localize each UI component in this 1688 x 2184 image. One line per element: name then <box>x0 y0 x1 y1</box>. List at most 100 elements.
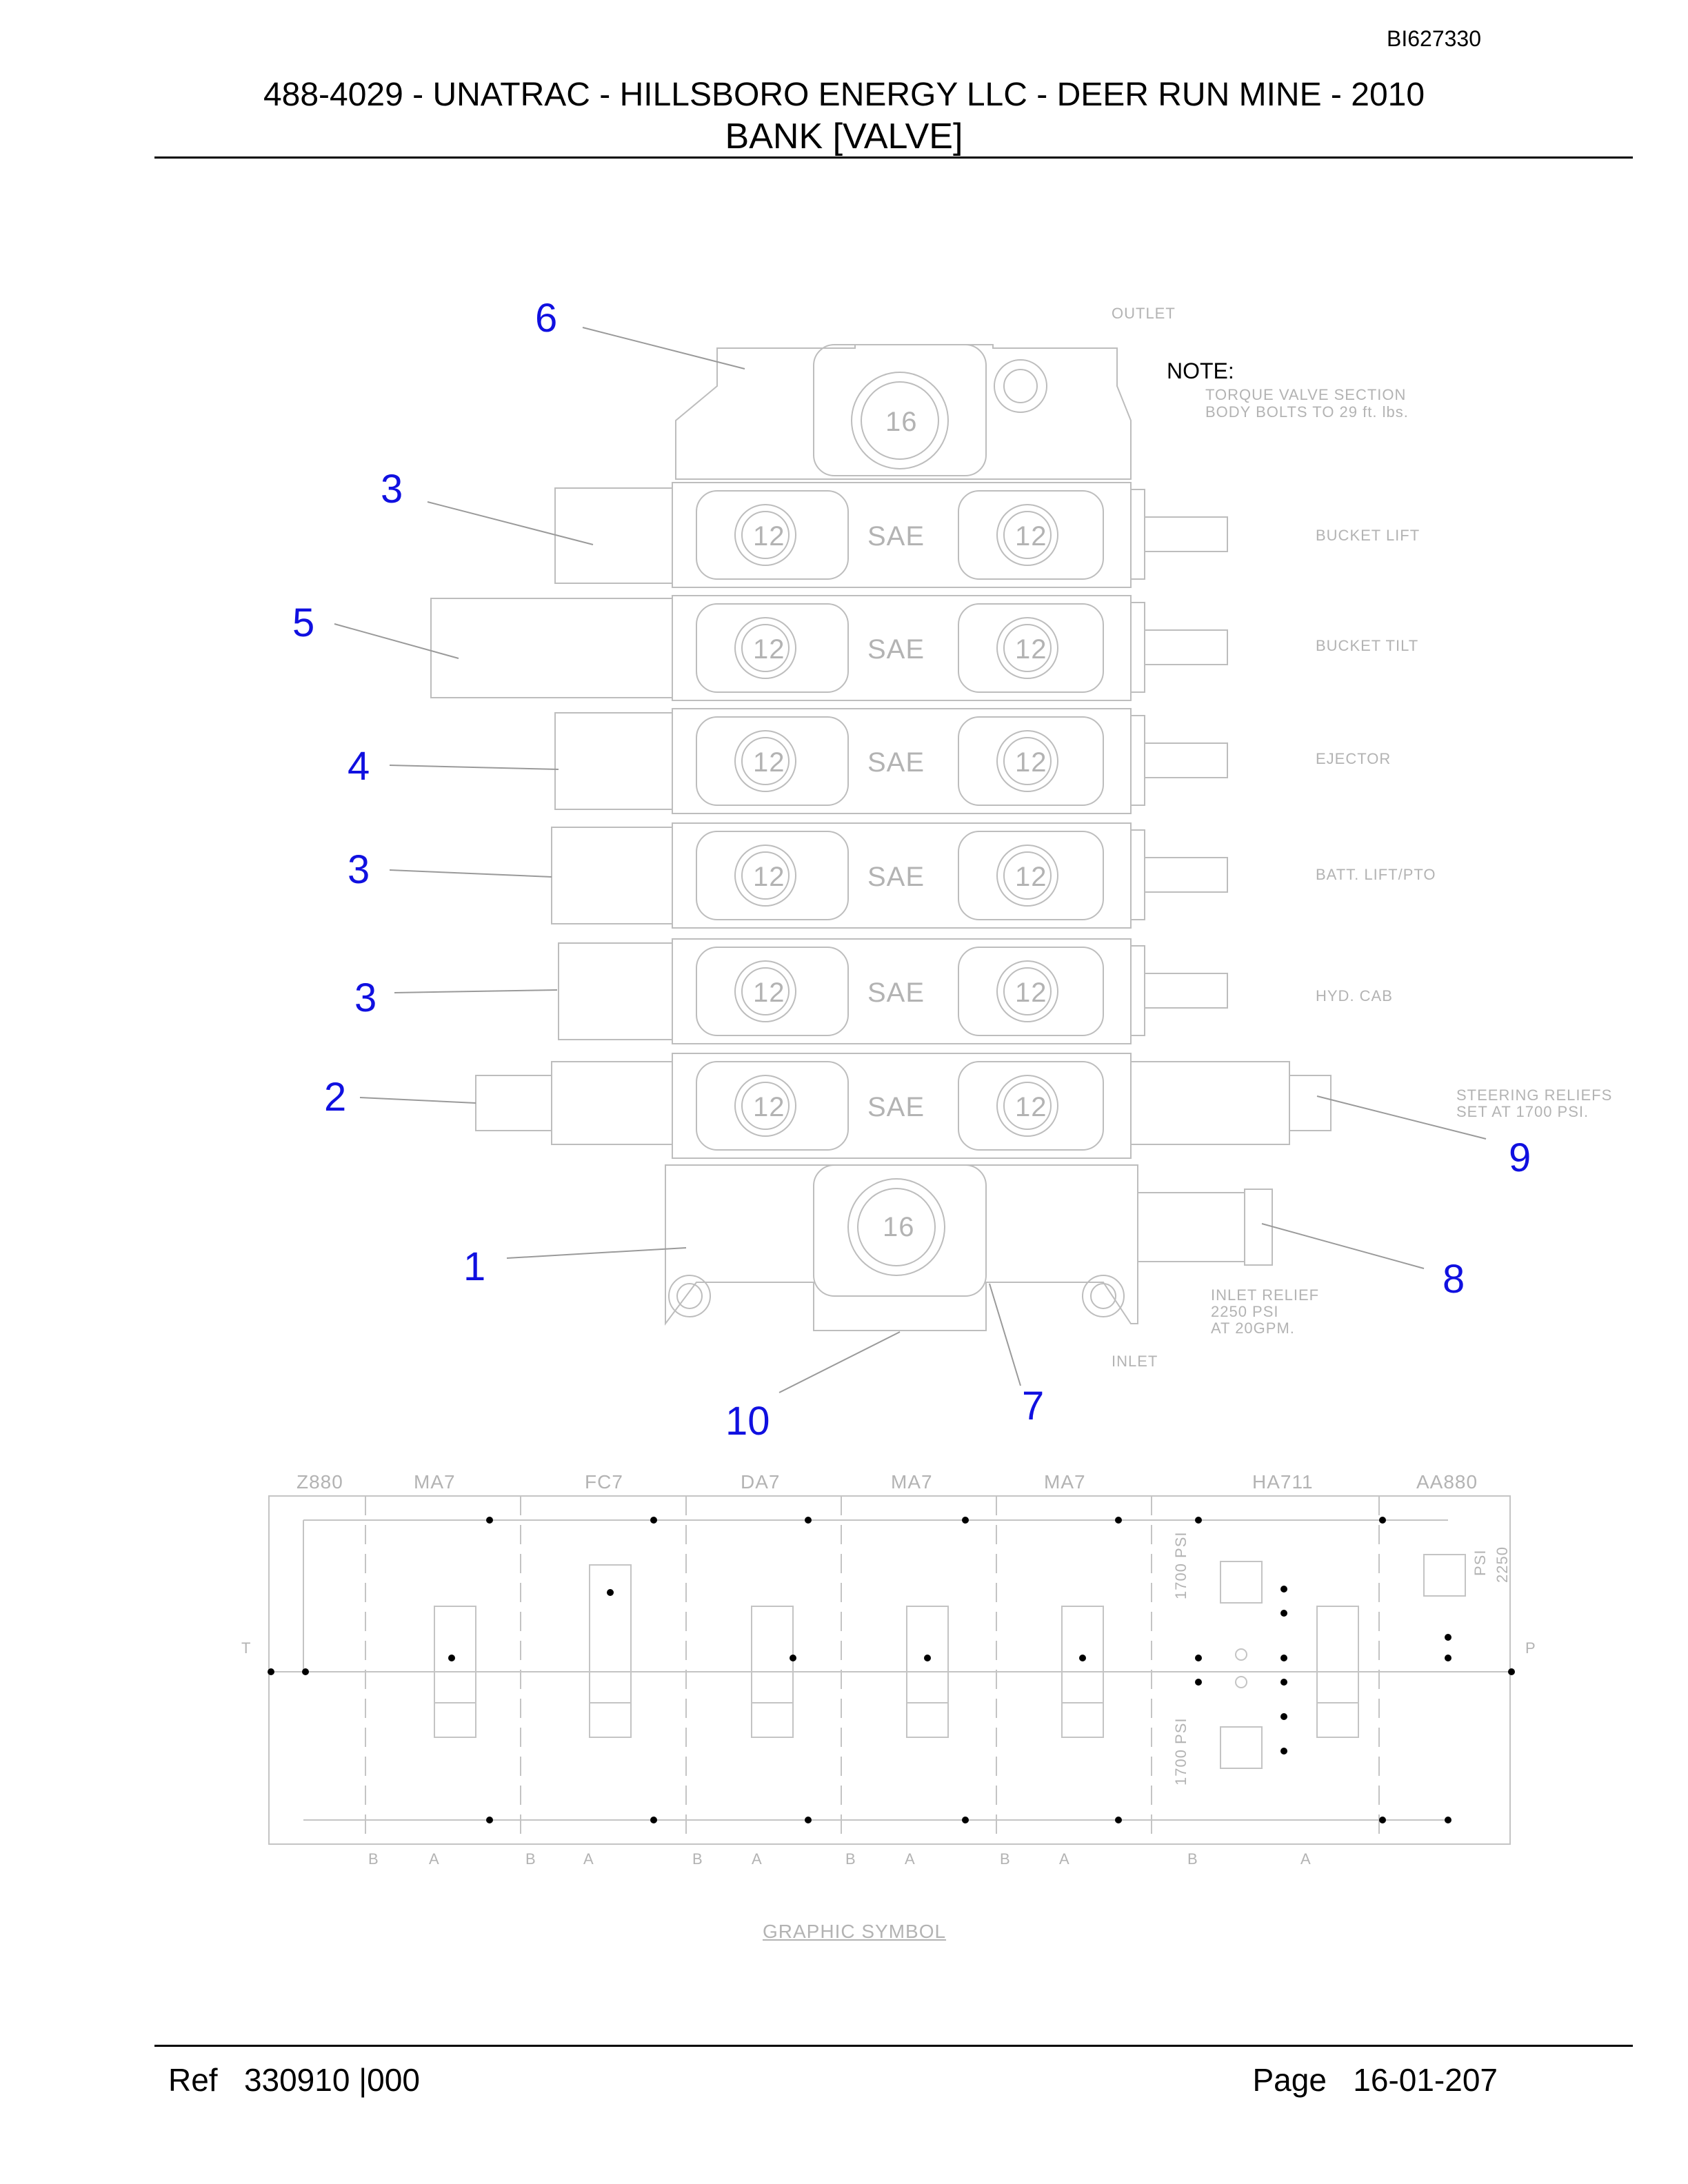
label-inlet-relief-2: 2250 PSI <box>1211 1303 1279 1320</box>
section-code: HA711 <box>1252 1471 1314 1493</box>
section-5 <box>558 938 1228 1044</box>
schematic-caption: GRAPHIC SYMBOL <box>763 1921 947 1942</box>
label-steering-2: SET AT 1700 PSI. <box>1456 1103 1589 1120</box>
inlet-bolt-right <box>1082 1275 1125 1317</box>
port-number: 12 <box>1015 862 1047 892</box>
label-inlet-relief-1: INLET RELIEF <box>1211 1286 1320 1304</box>
port-number: 12 <box>753 747 785 778</box>
sae-label: SAE <box>867 862 925 892</box>
callout-3: 3 <box>381 467 403 512</box>
label-batt-lift: BATT. LIFT/PTO <box>1316 866 1436 883</box>
spool-1 <box>434 1606 476 1738</box>
section-code: MA7 <box>1044 1471 1086 1493</box>
footer-rule <box>154 2045 1633 2047</box>
port-p-label: P <box>1525 1639 1536 1657</box>
inlet-body <box>665 1164 1138 1331</box>
section-1 <box>554 482 1228 588</box>
footer-page: Page 16-01-207 <box>1253 2061 1498 2099</box>
callout-7: 7 <box>1022 1384 1045 1428</box>
callout-3: 3 <box>354 975 377 1020</box>
sae-label: SAE <box>867 978 925 1008</box>
spool-5 <box>1061 1606 1104 1738</box>
port-b-label: B <box>692 1850 703 1868</box>
ref-label: Ref <box>168 2062 218 2098</box>
note-line-2: BODY BOLTS TO 29 ft. lbs. <box>1205 403 1409 421</box>
ref-value: 330910 |000 <box>243 2062 420 2098</box>
inlet-port-number: 16 <box>883 1212 915 1242</box>
port-a-label: A <box>583 1850 594 1868</box>
section-code: DA7 <box>741 1471 781 1493</box>
port-a-label: A <box>1300 1850 1312 1868</box>
inlet-port-boss <box>813 1164 987 1297</box>
sae-label: SAE <box>867 1092 925 1122</box>
label-inlet-relief-3: AT 20GPM. <box>1211 1320 1295 1337</box>
port-a-label: A <box>429 1850 440 1868</box>
header-rule <box>154 156 1633 159</box>
outlet-port-boss <box>813 344 987 476</box>
label-bucket-lift: BUCKET LIFT <box>1316 527 1420 544</box>
callout-6: 6 <box>535 296 558 341</box>
callout-1: 1 <box>463 1244 486 1289</box>
psi-label-upper: 1700 PSI <box>1172 1531 1189 1599</box>
port-number: 12 <box>753 978 785 1008</box>
section-code: AA880 <box>1416 1471 1478 1493</box>
spool-3 <box>751 1606 794 1738</box>
note-line-1: TORQUE VALVE SECTION <box>1205 386 1407 403</box>
hydraulic-schematic <box>268 1495 1511 1845</box>
callout-5: 5 <box>292 600 315 645</box>
port-b-label: B <box>368 1850 379 1868</box>
section-3 <box>554 708 1228 814</box>
port-number: 12 <box>753 521 785 552</box>
section-code: FC7 <box>585 1471 623 1493</box>
inlet-relief-symbol <box>1423 1554 1466 1597</box>
port-t-label: T <box>241 1639 252 1657</box>
callout-3: 3 <box>348 847 370 892</box>
psi-label-relief: 2250 <box>1494 1546 1511 1583</box>
callout-2: 2 <box>324 1075 347 1120</box>
section-6 <box>475 1053 1332 1159</box>
port-number: 12 <box>753 1092 785 1122</box>
port-number: 12 <box>1015 747 1047 778</box>
callout-9: 9 <box>1509 1135 1531 1180</box>
callout-4: 4 <box>348 744 370 789</box>
section-2 <box>430 595 1228 701</box>
label-hyd-cab: HYD. CAB <box>1316 987 1393 1004</box>
sae-label: SAE <box>867 634 925 665</box>
section-4 <box>551 822 1228 929</box>
callout-8: 8 <box>1443 1257 1465 1302</box>
spool-4 <box>906 1606 949 1738</box>
port-a-label: A <box>752 1850 763 1868</box>
port-a-label: A <box>905 1850 916 1868</box>
relief-valve-lower <box>1220 1726 1263 1769</box>
port-number: 12 <box>1015 978 1047 1008</box>
port-number: 12 <box>1015 1092 1047 1122</box>
outlet-label: OUTLET <box>1112 305 1176 322</box>
spool-6 <box>1316 1606 1359 1738</box>
psi-label-lower: 1700 PSI <box>1172 1717 1189 1786</box>
label-ejector: EJECTOR <box>1316 750 1391 767</box>
section-code: MA7 <box>891 1471 933 1493</box>
port-number: 12 <box>1015 634 1047 665</box>
outlet-port-number: 16 <box>885 407 918 437</box>
inlet-port-ring <box>847 1178 945 1276</box>
sae-label: SAE <box>867 747 925 778</box>
relief-valve-upper <box>1220 1561 1263 1604</box>
port-b-label: B <box>525 1850 536 1868</box>
psi-unit-relief: PSI <box>1471 1549 1489 1576</box>
page-label: Page <box>1252 2062 1327 2098</box>
callout-10: 10 <box>725 1399 770 1444</box>
label-steering-1: STEERING RELIEFS <box>1456 1086 1613 1104</box>
port-b-label: B <box>845 1850 856 1868</box>
label-bucket-tilt: BUCKET TILT <box>1316 637 1419 654</box>
inlet-relief-valve <box>1137 1192 1245 1262</box>
outlet-port-ring <box>851 372 949 469</box>
spool-2 <box>589 1564 632 1738</box>
schematic-junction-dots <box>268 1517 1515 1823</box>
footer-ref: Ref 330910 |000 <box>168 2061 420 2099</box>
port-number: 12 <box>1015 521 1047 552</box>
port-number: 12 <box>753 634 785 665</box>
outlet-bolt <box>994 359 1047 413</box>
sae-label: SAE <box>867 521 925 552</box>
port-b-label: B <box>1000 1850 1011 1868</box>
